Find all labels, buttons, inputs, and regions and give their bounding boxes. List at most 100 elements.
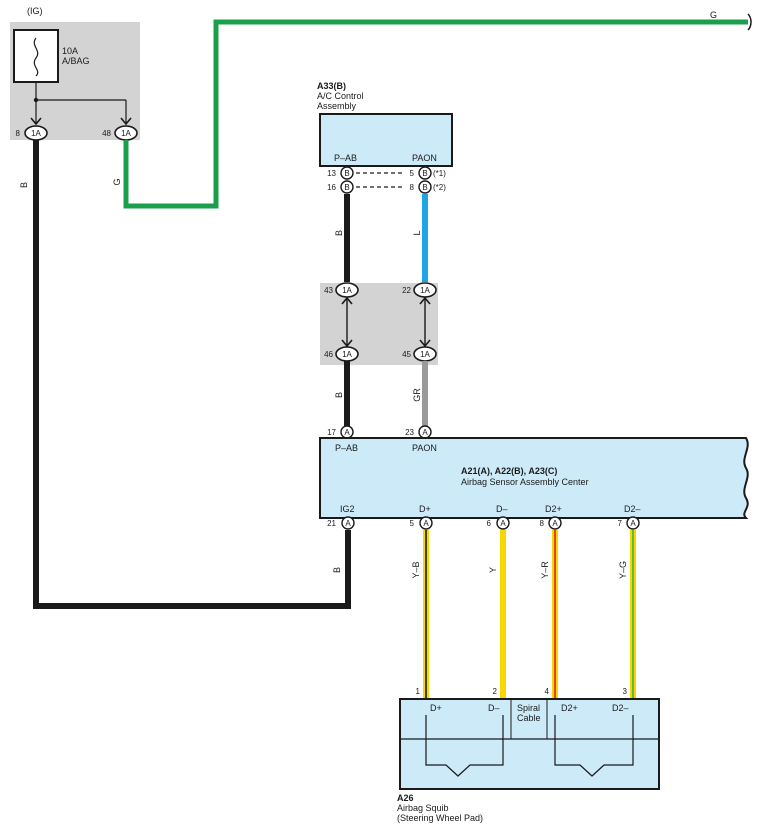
ac-control-name-2: Assembly	[317, 101, 357, 111]
svg-text:21: 21	[327, 519, 336, 528]
svg-text:48: 48	[102, 129, 111, 138]
squib-pin-4: 4	[545, 687, 550, 696]
svg-text:B: B	[422, 183, 427, 192]
squib-element-2	[554, 715, 634, 777]
sensor-name: Airbag Sensor Assembly Center	[461, 477, 589, 487]
svg-text:8: 8	[16, 129, 21, 138]
sensor-pin-23: 23 A	[405, 425, 432, 439]
squib-term-dminus: D–	[488, 703, 500, 713]
svg-text:B: B	[344, 169, 349, 178]
sensor-pin-21: 21 A	[327, 516, 355, 530]
svg-text:1A: 1A	[420, 286, 430, 295]
junction-conn-43: 1A 43	[324, 282, 359, 298]
svg-text:13: 13	[327, 169, 336, 178]
wire-label-b-lower: B	[334, 392, 344, 398]
sensor-term-d2minus: D2–	[624, 504, 641, 514]
squib-term-dplus: D+	[430, 703, 442, 713]
wire-label-b-mid: B	[334, 230, 344, 236]
squib-id: A26	[397, 793, 414, 803]
squib-name-2: (Steering Wheel Pad)	[397, 813, 483, 823]
svg-text:A: A	[345, 519, 351, 528]
wire-label-b-bottom: B	[332, 567, 342, 573]
svg-text:43: 43	[324, 286, 333, 295]
svg-text:8: 8	[410, 183, 415, 192]
svg-text:16: 16	[327, 183, 336, 192]
wire-label-b-left: B	[19, 182, 29, 188]
svg-text:A: A	[423, 519, 429, 528]
junction-conn-22: 1A 22	[402, 282, 437, 298]
wire-label-yb: Y–B	[411, 561, 421, 578]
ac-term-pab: P–AB	[334, 153, 357, 163]
squib-term-d2minus: D2–	[612, 703, 629, 713]
sensor-pin-6: 6 A	[487, 516, 510, 530]
svg-text:A: A	[344, 428, 350, 437]
svg-text:A: A	[422, 428, 428, 437]
wire-black-left	[33, 140, 351, 609]
sensor-term-dplus: D+	[419, 504, 431, 514]
wire-green	[123, 19, 748, 209]
squib-pin-3: 3	[623, 687, 628, 696]
sensor-id: A21(A), A22(B), A23(C)	[461, 466, 557, 476]
svg-text:6: 6	[487, 519, 492, 528]
svg-text:B: B	[344, 183, 349, 192]
wire-label-g: G	[112, 178, 122, 185]
spiral-label-2: Cable	[517, 713, 541, 723]
ac-control-id: A33(B)	[317, 81, 346, 91]
wire-label-y: Y	[488, 567, 498, 573]
sensor-term-d2plus: D2+	[545, 504, 562, 514]
wire-label-l: L	[412, 230, 422, 235]
svg-text:45: 45	[402, 350, 411, 359]
junction-conn-45: 1A 45	[402, 346, 437, 362]
svg-text:A: A	[630, 519, 636, 528]
svg-text:7: 7	[618, 519, 623, 528]
svg-text:(*1): (*1)	[433, 169, 446, 178]
svg-text:A: A	[552, 519, 558, 528]
sensor-pin-8: 8 A	[540, 516, 562, 530]
svg-text:1A: 1A	[121, 129, 131, 138]
svg-text:17: 17	[327, 428, 336, 437]
spiral-label-1: Spiral	[517, 703, 540, 713]
sensor-term-paon: PAON	[412, 443, 437, 453]
wire-label-yg: Y–G	[618, 561, 628, 579]
svg-text:5: 5	[410, 519, 415, 528]
svg-text:1A: 1A	[342, 350, 352, 359]
sensor-term-dminus: D–	[496, 504, 508, 514]
conn-48-1a: 1A 48	[102, 125, 138, 141]
ig-label: (IG)	[27, 6, 43, 16]
sensor-term-ig2: IG2	[340, 504, 355, 514]
ac-control-box	[319, 113, 453, 167]
svg-text:46: 46	[324, 350, 333, 359]
ac-pin-row-2: 16 B 8 B (*2)	[327, 180, 446, 194]
svg-text:A: A	[500, 519, 506, 528]
wire-label-g-top: G	[710, 10, 717, 20]
fuse-name: A/BAG	[62, 56, 90, 66]
squib-pin-2: 2	[493, 687, 498, 696]
wire-label-gr: GR	[412, 388, 422, 402]
sensor-pin-17: 17 A	[327, 425, 354, 439]
fuse-rating: 10A	[62, 46, 78, 56]
fuse-box	[13, 29, 59, 83]
svg-text:22: 22	[402, 286, 411, 295]
svg-text:B: B	[422, 169, 427, 178]
svg-text:(*2): (*2)	[433, 183, 446, 192]
svg-text:23: 23	[405, 428, 414, 437]
squib-element-1	[425, 715, 504, 777]
sensor-pin-7: 7 A	[618, 516, 640, 530]
svg-text:1A: 1A	[31, 129, 41, 138]
svg-text:5: 5	[410, 169, 415, 178]
svg-text:8: 8	[540, 519, 545, 528]
sensor-pin-5: 5 A	[410, 516, 433, 530]
squib-pin-1: 1	[416, 687, 421, 696]
squib-box	[399, 698, 660, 790]
sensor-box	[319, 437, 749, 519]
ac-pin-row-1: 13 B 5 B (*1)	[327, 166, 446, 180]
squib-term-d2plus: D2+	[561, 703, 578, 713]
ac-term-paon: PAON	[412, 153, 437, 163]
squib-name-1: Airbag Squib	[397, 803, 449, 813]
junction-conn-46: 1A 46	[324, 346, 359, 362]
wire-label-yr: Y–R	[540, 561, 550, 579]
svg-text:1A: 1A	[342, 286, 352, 295]
sensor-term-pab: P–AB	[335, 443, 358, 453]
ac-control-name-1: A/C Control	[317, 91, 364, 101]
